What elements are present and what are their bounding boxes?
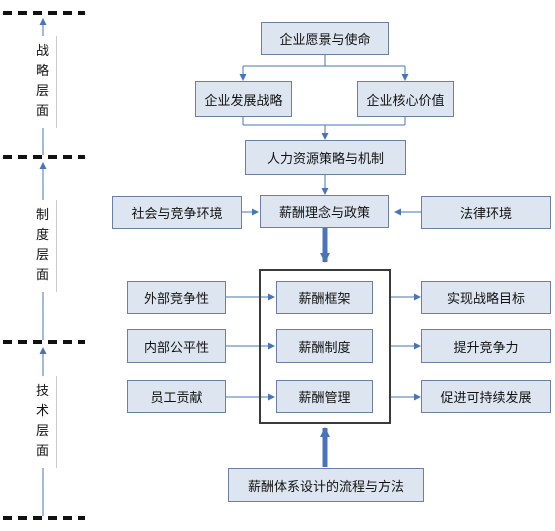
level-char: 度 xyxy=(35,228,49,243)
enhance-competitiveness-box: 提升竞争力 xyxy=(421,329,551,363)
level-char: 略 xyxy=(35,64,49,79)
legal-env-box: 法律环境 xyxy=(421,196,551,229)
compensation-philosophy-box: 薪酬理念与政策 xyxy=(260,195,389,228)
level-char: 战 xyxy=(35,44,49,59)
core-values-box: 企业核心价值 xyxy=(357,81,454,117)
level-char: 层 xyxy=(35,424,49,439)
level-char: 面 xyxy=(35,444,49,459)
development-strategy-box: 企业发展战略 xyxy=(195,81,292,117)
compensation-framework-box: 薪酬框架 xyxy=(276,281,373,314)
compensation-core-frame xyxy=(259,269,391,424)
level-label-technical: 技 术 层 面 xyxy=(29,376,57,468)
compensation-system-box: 薪酬制度 xyxy=(276,329,373,363)
level-label-system: 制 度 层 面 xyxy=(29,200,57,292)
external-competitiveness-box: 外部竞争性 xyxy=(127,281,226,314)
design-process-method-box: 薪酬体系设计的流程与方法 xyxy=(228,468,424,502)
level-char: 面 xyxy=(35,268,49,283)
compensation-management-box: 薪酬管理 xyxy=(276,380,373,413)
level-label-strategy: 战 略 层 面 xyxy=(29,36,57,128)
level-char: 层 xyxy=(35,248,49,263)
level-char: 术 xyxy=(35,404,49,419)
social-competition-env-box: 社会与竞争环境 xyxy=(112,196,242,229)
hr-strategy-box: 人力资源策略与机制 xyxy=(245,140,406,175)
level-char: 面 xyxy=(35,104,49,119)
employee-contribution-box: 员工贡献 xyxy=(127,380,226,413)
level-char: 层 xyxy=(35,84,49,99)
level-char: 制 xyxy=(35,208,49,223)
vision-mission-box: 企业愿景与使命 xyxy=(261,22,389,55)
internal-equity-box: 内部公平性 xyxy=(127,329,226,363)
level-char: 技 xyxy=(35,384,49,399)
achieve-strategic-goal-box: 实现战略目标 xyxy=(421,281,551,314)
sustainable-development-box: 促进可持续发展 xyxy=(421,380,551,413)
